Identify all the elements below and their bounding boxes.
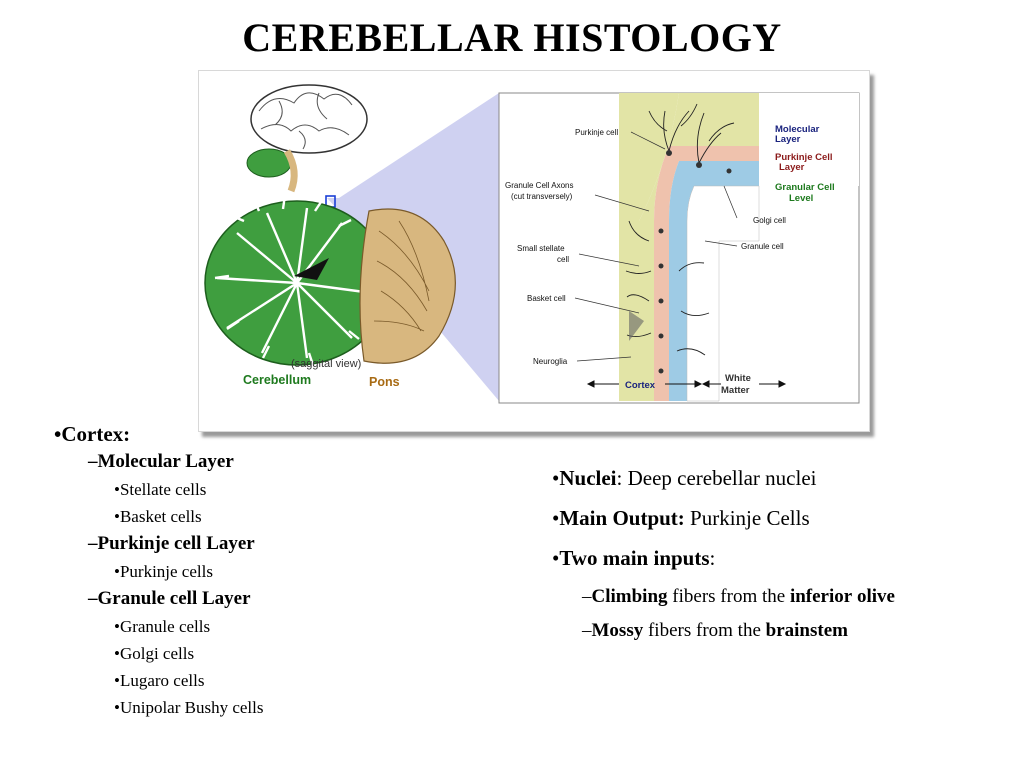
cerebellum-label: Cerebellum — [243, 373, 311, 387]
list-item: •Granule cells — [114, 617, 211, 636]
basket-cell-label: Basket cell — [527, 294, 566, 303]
pons-section — [359, 208, 456, 364]
granule-layer-heading: –Granule cell Layer — [88, 588, 251, 609]
list-item: •Basket cells — [114, 507, 202, 526]
small-stellate-sub-label: cell — [557, 255, 569, 264]
list-item: •Lugaro cells — [114, 671, 205, 690]
cerebellum-facts-list: •Nuclei: Deep cerebellar nuclei •Main Ou… — [552, 458, 986, 646]
list-item: •Unipolar Bushy cells — [114, 698, 264, 717]
purkinje-layer-band — [654, 146, 759, 401]
list-item: •Golgi cells — [114, 644, 195, 663]
climbing-fibers-item: –Climbing fibers from the inferior olive — [582, 586, 895, 607]
cortex-heading: •Cortex: — [54, 422, 131, 446]
granule-cell-label: Granule cell — [741, 242, 784, 251]
purkinje-cell-label: Purkinje cell — [575, 128, 618, 137]
granular-layer-label: Granular Cell — [775, 182, 835, 193]
brain-icon — [246, 84, 368, 193]
granular-layer-sub-label: Level — [789, 193, 813, 204]
purkinje-dendrites — [625, 103, 735, 356]
white-matter-band — [686, 185, 760, 402]
golgi-cell-label: Golgi cell — [753, 216, 786, 225]
list-item: •Purkinje cells — [114, 562, 213, 581]
slide-title: CEREBELLAR HISTOLOGY — [242, 15, 782, 60]
mossy-fibers-item: –Mossy fibers from the brainstem — [582, 620, 848, 641]
molecular-layer-heading: –Molecular Layer — [88, 451, 234, 472]
histology-diagram: (saggital view) Cerebellum Pons — [204, 84, 860, 404]
purkinje-layer-label: Purkinje Cell — [775, 152, 833, 163]
cortex-layer-list: •Cortex: –Molecular Layer •Stellate cell… — [54, 420, 474, 721]
purkinje-layer-heading: –Purkinje cell Layer — [88, 533, 255, 554]
main-output-item: •Main Output: Purkinje Cells — [552, 506, 810, 530]
granule-axons-label: Granule Cell Axons — [505, 181, 573, 190]
nuclei-item: •Nuclei: Deep cerebellar nuclei — [552, 466, 817, 490]
extent-arrows — [586, 380, 787, 388]
cell-dots — [658, 150, 732, 374]
molecular-layer-band-2 — [639, 93, 759, 401]
list-item: •Stellate cells — [114, 480, 207, 499]
molecular-layer-label: Molecular — [775, 124, 820, 135]
small-stellate-label: Small stellate — [517, 244, 565, 253]
cerebellum-histology-figure: (saggital view) Cerebellum Pons — [198, 70, 870, 432]
molecular-layer-sub-label: Layer — [775, 134, 801, 145]
neuroglia-label: Neuroglia — [533, 357, 568, 366]
purkinje-layer-sub-label: Layer — [779, 162, 805, 173]
cerebellum-section — [204, 194, 390, 366]
pons-label: Pons — [369, 375, 400, 389]
white-matter-sub-label: Matter — [721, 385, 750, 396]
cortex-label: Cortex — [625, 380, 656, 391]
white-matter-label: White — [725, 373, 751, 384]
granule-axons-sub-label: (cut transversely) — [511, 192, 573, 201]
main-inputs-item: •Two main inputs: — [552, 546, 716, 570]
saggital-view-label: (saggital view) — [291, 358, 361, 370]
magnified-cortex-panel: Purkinje cell Granule Cell Axons (cut tr… — [498, 92, 860, 404]
